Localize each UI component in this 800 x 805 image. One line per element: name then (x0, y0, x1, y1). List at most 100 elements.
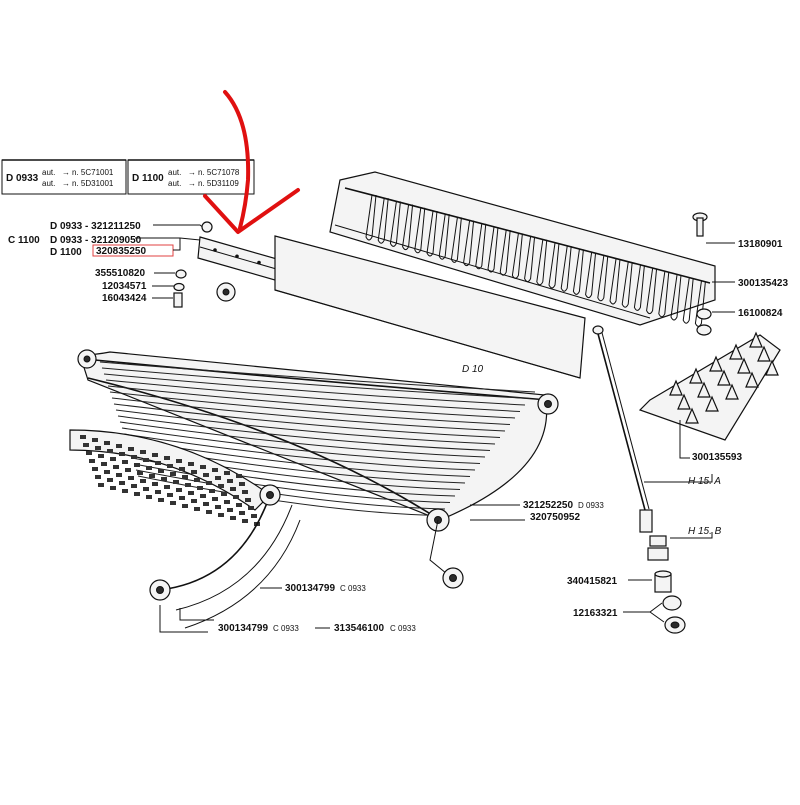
inset-slot (83, 443, 89, 447)
header-serial-3: n. 5C71078 (198, 168, 240, 177)
view-label-h15b: H 15. B (688, 526, 722, 537)
finger-tooth (729, 343, 743, 360)
comb-tooth (548, 242, 560, 289)
header-serial-1: n. 5C71001 (72, 168, 114, 177)
inset-slot (131, 455, 137, 459)
inset-slot (170, 501, 176, 505)
finger-tooth (709, 355, 723, 372)
comb-tooth (389, 201, 401, 247)
inset-slot (146, 495, 152, 499)
inset-slot (152, 482, 158, 486)
inset-slot (116, 444, 122, 448)
inset-slot (212, 468, 218, 472)
header-serial-2: n. 5D31001 (72, 179, 114, 188)
label-12163321: 12163321 (573, 608, 618, 619)
label-321252250-suffix: D 0933 (578, 501, 604, 510)
red-arrow-icon (203, 90, 300, 234)
inset-slot (218, 484, 224, 488)
comb-tooth (463, 220, 475, 267)
inset-slot (128, 447, 134, 451)
inset-slot (203, 502, 209, 506)
inset-slot (221, 492, 227, 496)
inset-slot (170, 472, 176, 476)
comb-tooth (536, 239, 548, 286)
inset-slot (200, 465, 206, 469)
finger-tooth (685, 407, 699, 424)
comb-tooth (609, 258, 621, 305)
view-label-h15a: H 15. A (688, 476, 721, 487)
part-nuts-16100824 (696, 308, 712, 336)
inset-slot (122, 460, 128, 464)
part-rod (592, 325, 669, 561)
inset-slot (191, 499, 197, 503)
inset-slot (236, 474, 242, 478)
inset-slot (242, 490, 248, 494)
comb-tooth (560, 246, 572, 292)
finger-tooth (677, 393, 691, 410)
inset-slot (158, 498, 164, 502)
inset-slot (251, 514, 257, 518)
inset-slot (224, 471, 230, 475)
inset-slot (107, 449, 113, 453)
inset-slot (161, 477, 167, 481)
comb-tooth (475, 223, 487, 270)
label-300135423: 300135423 (738, 278, 788, 289)
finger-tooth (765, 359, 779, 376)
comb-tooth (402, 204, 414, 251)
inset-slot (230, 487, 236, 491)
comb-tooth (572, 249, 584, 295)
inset-slot (137, 471, 143, 475)
comb-tooth (585, 252, 597, 299)
inset-slot (89, 459, 95, 463)
inset-slot (182, 504, 188, 508)
inset-slot (143, 458, 149, 462)
detail-inset (69, 429, 301, 629)
comb-tooth (658, 271, 670, 318)
header-aut-3: aut. (168, 168, 181, 177)
comb-tooth (597, 255, 609, 302)
inset-slot (134, 463, 140, 467)
header-aut-2: aut. (42, 179, 55, 188)
inset-slot (119, 481, 125, 485)
inset-slot (182, 475, 188, 479)
inset-slot (188, 462, 194, 466)
header-box-d1100: D 1100 aut. → n. 5C71078 aut. → n. 5D311… (127, 159, 255, 195)
label-16043424: 16043424 (102, 293, 147, 304)
inset-slot (146, 466, 152, 470)
label-300134799-b-suffix: C 0933 (273, 624, 299, 633)
part-bolt-13180901 (692, 212, 708, 237)
header-serial-4: n. 5D31109 (198, 179, 239, 188)
inset-slot (86, 451, 92, 455)
part-finger-plate (638, 331, 781, 441)
inset-slot (155, 461, 161, 465)
inset-slot (224, 500, 230, 504)
inset-slot (98, 454, 104, 458)
inset-slot (215, 505, 221, 509)
inset-slot (197, 486, 203, 490)
inset-slot (173, 480, 179, 484)
header-box-d0933: D 0933 aut. → n. 5C71001 aut. → n. 5D310… (1, 159, 127, 195)
part-side-plate (274, 235, 586, 379)
inset-slot (110, 486, 116, 490)
inset-slot (107, 478, 113, 482)
inset-slot (248, 506, 254, 510)
inset-slot (230, 516, 236, 520)
inset-slot (215, 476, 221, 480)
inset-slot (185, 483, 191, 487)
header-arrow-icon: → (188, 179, 196, 188)
header-aut-1: aut. (42, 168, 55, 177)
header-arrow-icon: → (188, 168, 196, 177)
inset-slot (128, 476, 134, 480)
part-locknuts (662, 595, 686, 634)
inset-slot (233, 495, 239, 499)
inset-slot (134, 492, 140, 496)
finger-tooth (737, 357, 751, 374)
inset-slot (101, 462, 107, 466)
inset-slot (188, 491, 194, 495)
finger-tooth (717, 369, 731, 386)
view-label-d10: D 10 (462, 364, 484, 375)
concave-bar (123, 433, 476, 471)
comb-tooth (621, 262, 633, 308)
label-321209050: D 0933 - 321209050 (50, 235, 142, 246)
